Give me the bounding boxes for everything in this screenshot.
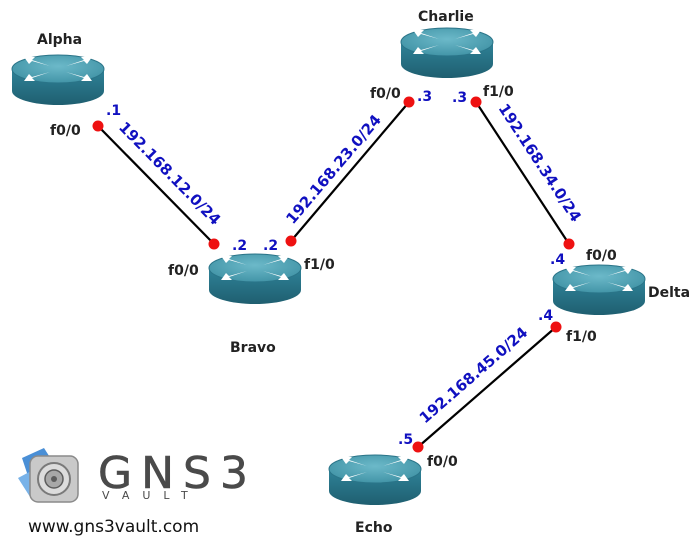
network-label-45: 192.168.45.0/24 (416, 323, 531, 427)
link-alpha-bravo (97, 125, 215, 245)
link-bravo-charlie (290, 101, 410, 242)
ip-bravo-f00: .2 (232, 238, 247, 254)
ip-bravo-f10: .2 (263, 238, 278, 254)
network-label-12: 192.168.12.0/24 (115, 118, 224, 229)
router-delta[interactable] (552, 264, 646, 316)
router-label-alpha: Alpha (37, 32, 82, 48)
network-label-34: 192.168.34.0/24 (495, 100, 585, 225)
endpoint-alpha-f00 (92, 120, 104, 132)
logo-subtitle: VAULT (102, 489, 201, 502)
router-bravo[interactable] (208, 253, 302, 305)
iface-alpha-f00: f0/0 (50, 123, 81, 139)
ip-delta-f00: .4 (550, 252, 565, 268)
endpoint-bravo-f00 (208, 238, 220, 250)
router-icon (328, 454, 422, 506)
ip-alpha: .1 (106, 103, 121, 119)
link-charlie-delta (475, 101, 570, 245)
router-icon (552, 264, 646, 316)
ip-delta-f10: .4 (538, 308, 553, 324)
router-charlie[interactable] (400, 27, 494, 79)
router-label-charlie: Charlie (418, 9, 474, 25)
endpoint-charlie-f00 (403, 96, 415, 108)
iface-charlie-f00: f0/0 (370, 86, 401, 102)
iface-bravo-f10: f1/0 (304, 257, 335, 273)
endpoint-charlie-f10 (470, 96, 482, 108)
iface-delta-f00: f0/0 (586, 248, 617, 264)
ip-echo: .5 (398, 432, 413, 448)
endpoint-delta-f00 (563, 238, 575, 250)
endpoint-bravo-f10 (285, 235, 297, 247)
endpoints (92, 96, 575, 453)
iface-charlie-f10: f1/0 (483, 84, 514, 100)
links (97, 101, 570, 448)
logo-title: GNS3 (98, 448, 257, 499)
endpoint-delta-f10 (550, 321, 562, 333)
iface-echo-f00: f0/0 (427, 454, 458, 470)
network-label-23: 192.168.23.0/24 (282, 111, 385, 227)
vault-safe-icon (18, 448, 79, 503)
router-icon (400, 27, 494, 79)
endpoint-echo-f00 (412, 441, 424, 453)
ip-charlie-f00: .3 (417, 89, 432, 105)
router-icon (208, 253, 302, 305)
link-delta-echo (417, 326, 557, 448)
gns3-vault-logo: GNS3 VAULT (18, 448, 257, 503)
website-url[interactable]: www.gns3vault.com (28, 517, 199, 537)
router-label-echo: Echo (355, 520, 393, 536)
router-alpha[interactable] (11, 54, 105, 106)
iface-delta-f10: f1/0 (566, 329, 597, 345)
iface-bravo-f00: f0/0 (168, 263, 199, 279)
ip-charlie-f10: .3 (452, 90, 467, 106)
router-label-delta: Delta (648, 285, 690, 301)
router-icon (11, 54, 105, 106)
router-echo[interactable] (328, 454, 422, 506)
router-label-bravo: Bravo (230, 340, 276, 356)
